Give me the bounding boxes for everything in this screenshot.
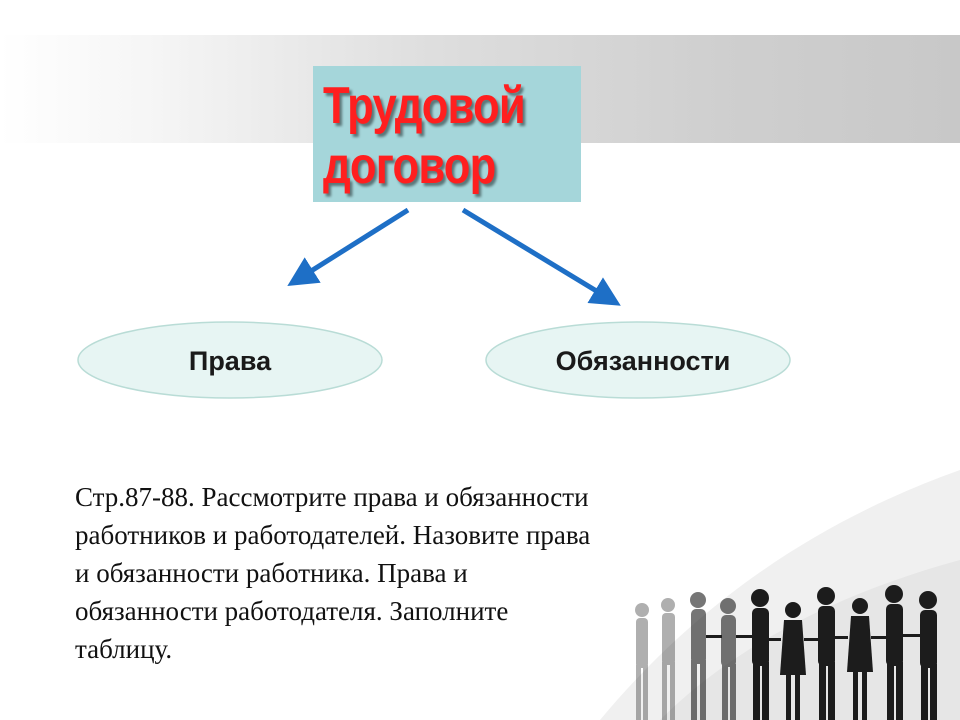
node-rights-ellipse [77,321,383,399]
title-box: Трудовой договор [313,66,581,202]
arrow-right [461,207,621,306]
node-duties-label: Обязанности [556,346,731,376]
people-silhouettes-image [635,585,937,720]
task-text: Стр.87-88. Рассмотрите права и обязаннос… [75,482,591,664]
node-duties-ellipse [485,321,791,399]
node-rights-label: Права [189,346,272,376]
title-line-1: Трудовой [323,77,526,135]
title-line-2: договор [323,137,496,195]
arrow-left [287,207,410,286]
